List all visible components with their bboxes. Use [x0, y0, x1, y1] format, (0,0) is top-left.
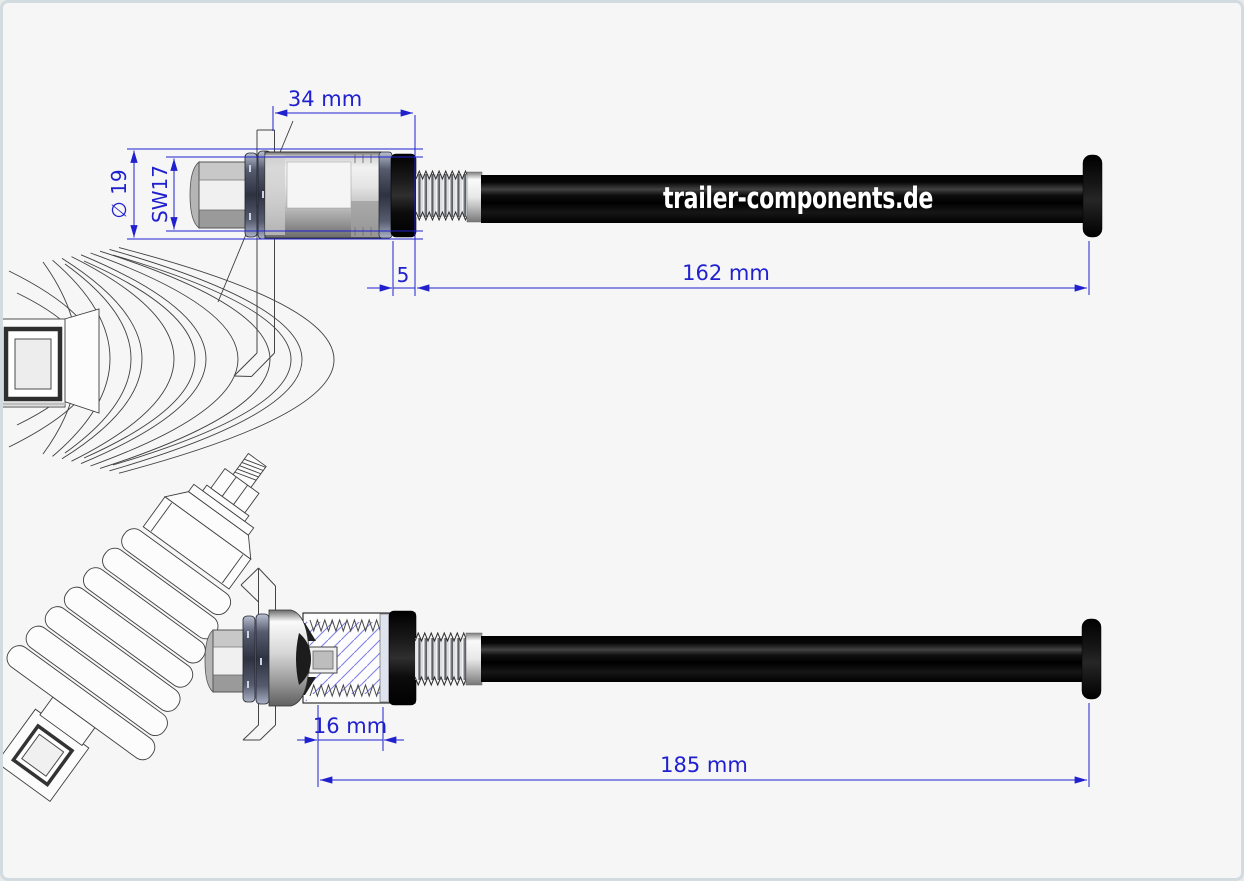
hex-nut — [198, 161, 252, 229]
washer-section — [379, 613, 391, 703]
damper-body — [142, 452, 267, 590]
collar — [466, 171, 483, 223]
dim-diameter-label: ∅ 19 — [107, 169, 131, 218]
top-shock-wireframe — [3, 120, 335, 474]
rubber-ring — [390, 153, 417, 238]
dim-ring-label: 5 — [397, 263, 410, 287]
dim-length-label: 185 mm — [660, 753, 748, 777]
socket-opening — [296, 633, 311, 685]
internal-thread-top — [309, 618, 385, 633]
dim-wrench-label: SW17 — [148, 165, 172, 223]
coupler-body — [264, 151, 382, 239]
top-assembly: trailer-components.de — [189, 150, 1103, 240]
dimensions-top: ∅ 19 SW17 34 mm 5 162 mm — [107, 87, 1090, 296]
brand-label: trailer-components.de — [663, 181, 933, 215]
shaft-head — [1082, 154, 1103, 238]
rubber-ring-section — [388, 610, 417, 706]
bellows — [6, 528, 232, 761]
hex-nut-cap — [204, 629, 214, 693]
collar — [465, 632, 483, 686]
shaft-head — [1081, 618, 1102, 700]
dim-length-label: 162 mm — [682, 261, 770, 285]
dim-thread-label: 16 mm — [313, 714, 387, 738]
bottom-assembly — [204, 609, 1102, 707]
hex-nut-cap — [189, 161, 200, 229]
threaded-stud — [415, 169, 470, 222]
technical-drawing: trailer-components.de — [3, 87, 1103, 803]
coupler-end-washer — [378, 151, 393, 239]
threaded-stud — [414, 631, 468, 687]
serrated-washers — [242, 613, 270, 705]
dimensions-bottom: 16 mm 185 mm — [297, 703, 1090, 787]
internal-thread-bottom — [309, 683, 385, 698]
bottom-shock-wireframe — [3, 452, 267, 803]
shaft — [481, 636, 1084, 682]
dim-width-label: 34 mm — [288, 87, 362, 111]
shaft — [481, 175, 1085, 223]
